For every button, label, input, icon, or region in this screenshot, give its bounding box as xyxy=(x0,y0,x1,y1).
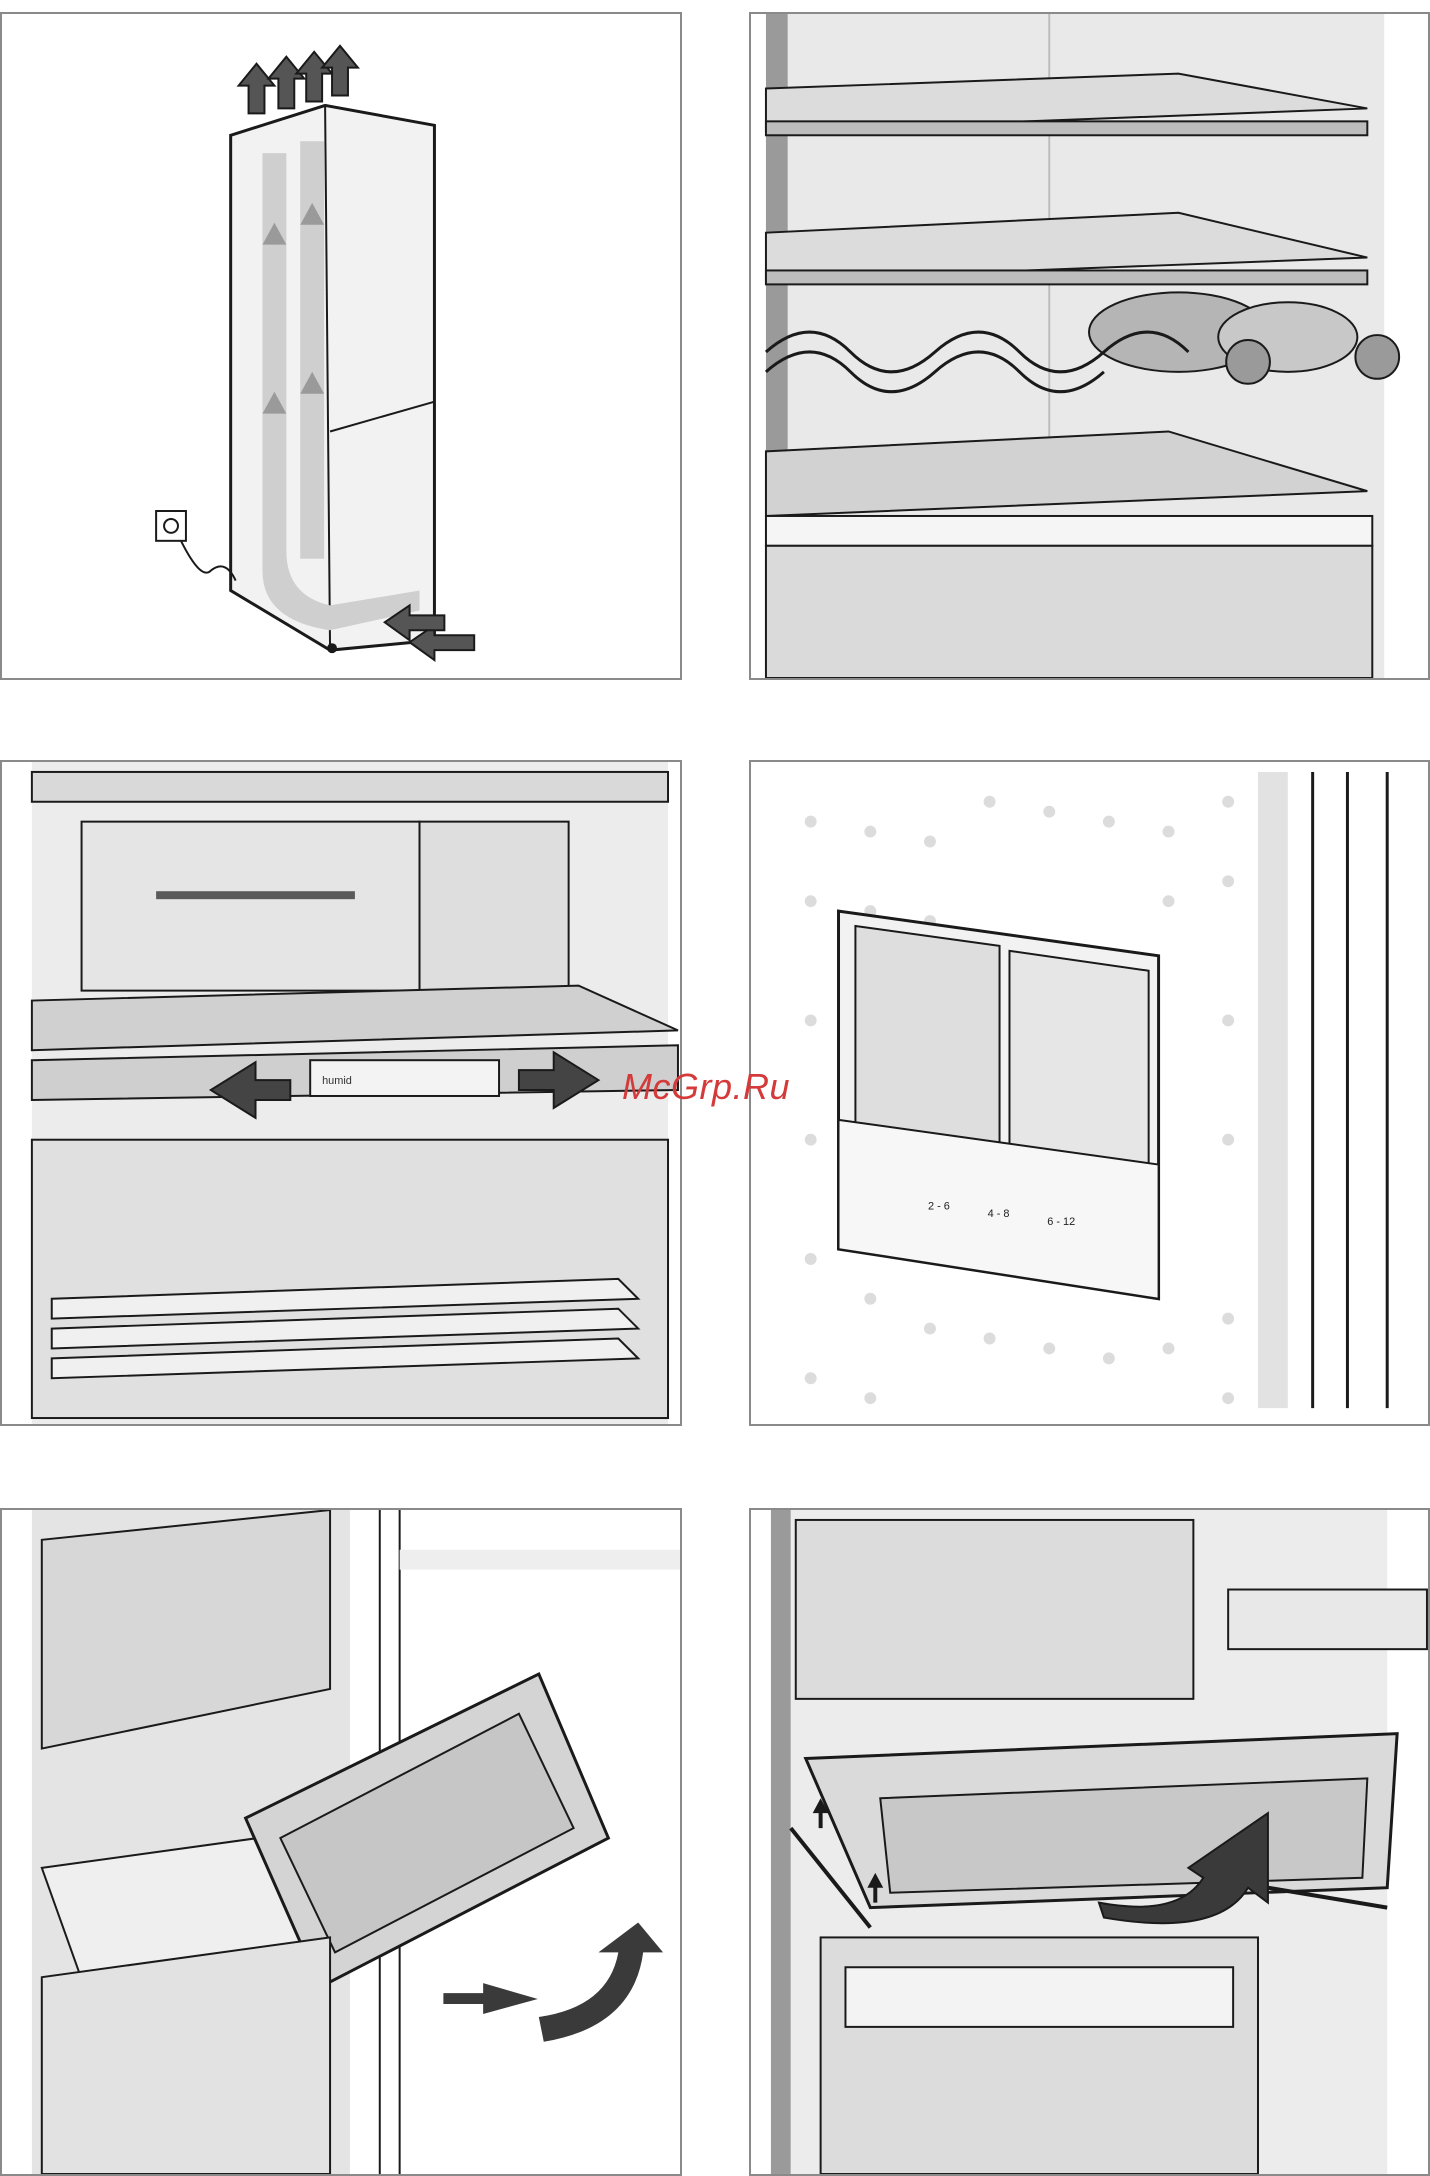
crisper-removal-panel xyxy=(0,1508,682,2176)
drawer-front xyxy=(766,546,1372,678)
pull-out-arrow xyxy=(443,1983,537,2014)
humidity-label: humid xyxy=(322,1075,352,1087)
humidity-slider-panel: humid xyxy=(0,760,682,1426)
upper-shelf-area xyxy=(796,1520,1194,1699)
upper-drawer xyxy=(82,822,420,991)
watermark-text: McGrp.Ru xyxy=(622,1066,790,1108)
storage-range-1: 2 - 6 xyxy=(928,1200,950,1212)
door-balcony xyxy=(1228,1590,1427,1650)
exhaust-arrows xyxy=(239,46,358,114)
airflow-channel-left xyxy=(262,153,286,570)
storage-range-2: 4 - 8 xyxy=(988,1208,1010,1220)
crisper-removal-diagram xyxy=(2,1510,680,2174)
storage-range-3: 6 - 12 xyxy=(1047,1216,1075,1228)
shelves-wine-rack-panel xyxy=(749,12,1430,680)
lift-arrow xyxy=(539,1923,663,2042)
shelves-diagram xyxy=(751,14,1428,678)
drawer-removal-diagram xyxy=(751,1510,1428,2174)
drawer-removal-panel xyxy=(749,1508,1430,2176)
freezer-storage-chart-panel: 2 - 6 4 - 8 6 - 12 xyxy=(749,760,1430,1426)
storage-chart-diagram: 2 - 6 4 - 8 6 - 12 xyxy=(751,762,1428,1424)
power-socket xyxy=(156,511,186,541)
humidity-diagram: humid xyxy=(2,762,680,1424)
power-cord xyxy=(181,541,236,581)
ventilation-diagram xyxy=(2,14,680,678)
fridge-cabinet xyxy=(231,105,435,650)
ventilation-illustration-panel xyxy=(0,12,682,680)
